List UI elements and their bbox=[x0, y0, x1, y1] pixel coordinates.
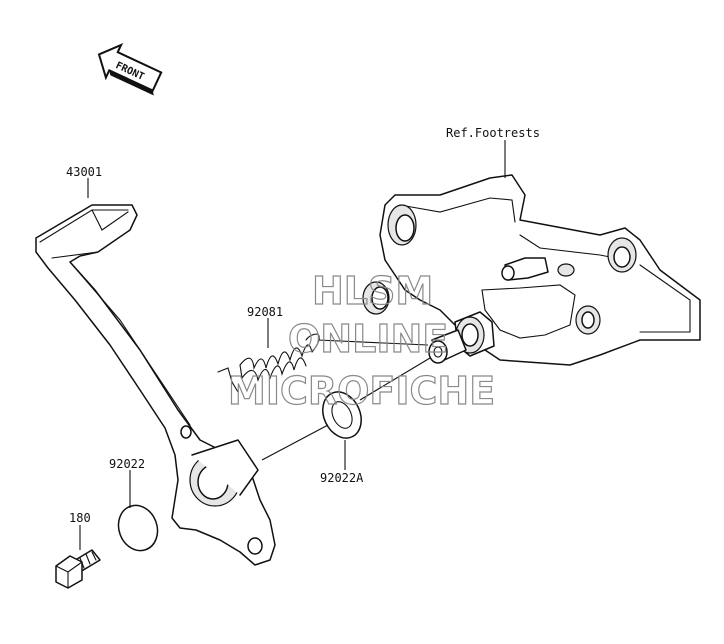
bolt-180 bbox=[55, 549, 101, 589]
watermark-line-3: MICROFICHE bbox=[228, 369, 495, 413]
watermark-line-1: HLSM bbox=[312, 269, 433, 313]
pivot-shaft bbox=[428, 329, 467, 364]
brake-pedal-43001 bbox=[35, 204, 276, 566]
washer-92022 bbox=[117, 504, 159, 552]
label-92022A: 92022A bbox=[320, 471, 364, 485]
watermark-line-2: ONLINE bbox=[288, 317, 448, 361]
front-arrow-icon: FRONT bbox=[97, 42, 163, 96]
watermark: HLSM ONLINE MICROFICHE bbox=[227, 268, 495, 413]
washer-92022A bbox=[322, 391, 362, 439]
label-ref-footrests: Ref.Footrests bbox=[446, 126, 540, 140]
label-92022: 92022 bbox=[109, 457, 145, 471]
label-92081: 92081 bbox=[247, 305, 283, 319]
label-43001: 43001 bbox=[66, 165, 102, 179]
leader-lines bbox=[79, 140, 506, 550]
spring-92081 bbox=[217, 333, 320, 393]
label-180: 180 bbox=[69, 511, 91, 525]
